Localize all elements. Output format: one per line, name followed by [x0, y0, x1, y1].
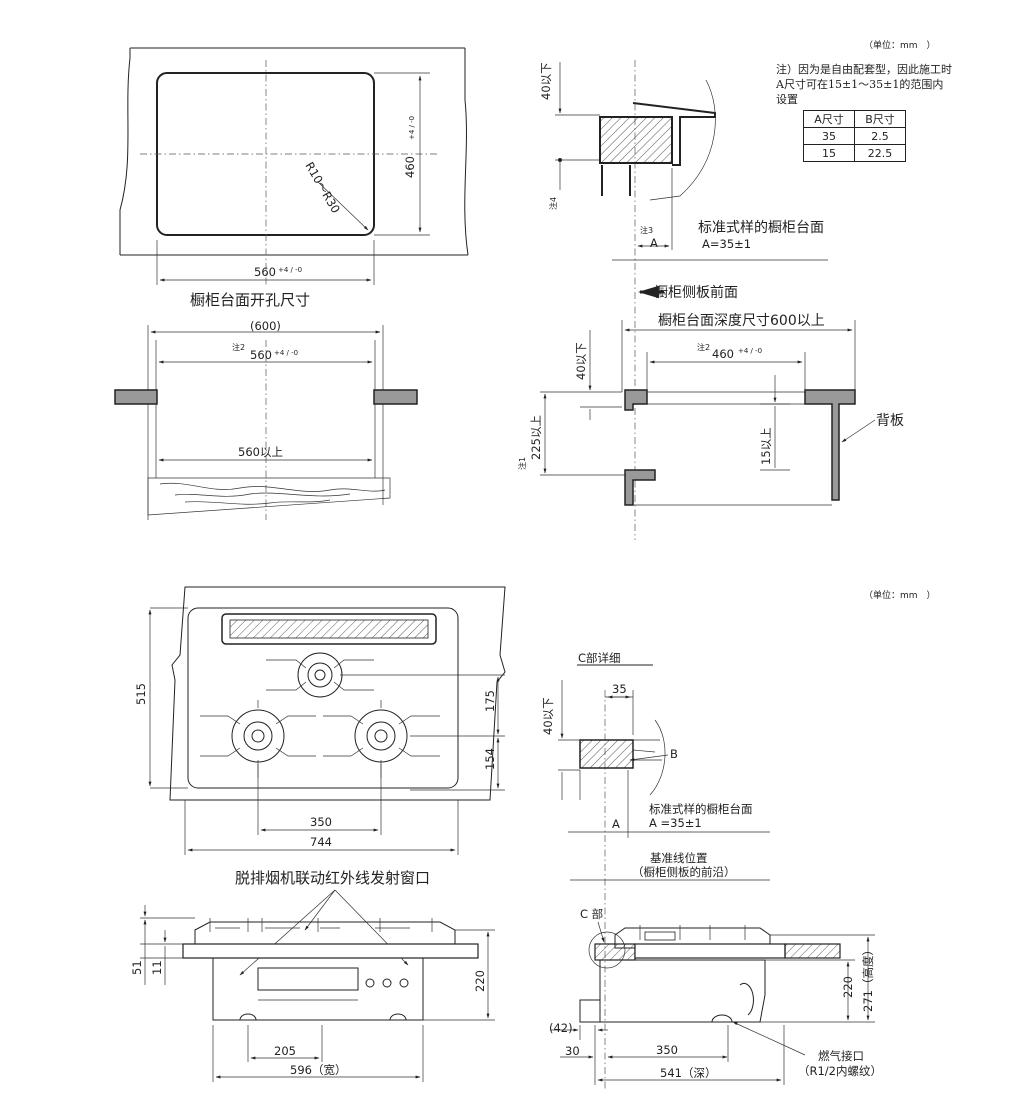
- cutout-title: 橱柜台面开孔尺寸: [190, 291, 310, 309]
- dim-225-label: 225以上: [529, 415, 543, 460]
- table-cell: 35: [803, 127, 855, 145]
- height-460-label: 460: [403, 156, 417, 178]
- dim-11-label: 11: [150, 960, 164, 975]
- dim-460-tol: +4 / -0: [738, 347, 762, 355]
- dim-220-front-label: 220: [473, 970, 487, 992]
- burner-right: [323, 700, 440, 778]
- standard-counter-label: 标准式样的橱柜台面: [698, 220, 824, 236]
- note3-label: 注3: [640, 225, 653, 235]
- dim-30-label: 30: [565, 1044, 580, 1058]
- note4-label: 注4: [548, 197, 558, 210]
- edge-detail: [555, 60, 828, 540]
- width-560-label: 560: [254, 265, 276, 279]
- dim-205-label: 205: [274, 1044, 296, 1058]
- hob-front-view: [140, 889, 495, 1082]
- c-detail: [558, 664, 770, 1090]
- note2-label: 注2: [232, 342, 245, 352]
- c-dim-35-label: 35: [612, 682, 627, 696]
- letter-a: A: [650, 236, 658, 250]
- side-dim-350-label: 350: [656, 1043, 678, 1057]
- burner-top: [266, 652, 374, 698]
- table-cell: 22.5: [854, 144, 906, 162]
- dim-271-label: 271（高度）: [861, 944, 875, 1012]
- side-panel-front-label: 橱柜侧板前面: [654, 284, 738, 301]
- dim-175-label: 175: [483, 690, 497, 712]
- burner-left: [200, 700, 316, 778]
- table-cell: 15: [803, 144, 855, 162]
- dim-42-label: (42): [549, 1021, 573, 1035]
- letter-b: B: [670, 747, 678, 761]
- c-detail-title: C部详细: [578, 651, 621, 665]
- unit-label-bottom: （单位：mm ）: [864, 591, 936, 601]
- side-40-label: 40以下: [574, 342, 588, 380]
- note2-side-label: 注2: [697, 342, 710, 352]
- dim-541-label: 541（深）: [660, 1066, 716, 1080]
- c-a-value-label: A =35±1: [649, 816, 702, 830]
- depth-600-label: 橱柜台面深度尺寸600以上: [658, 313, 825, 329]
- unit-label-top: （单位：mm ）: [864, 41, 936, 51]
- gas-inlet-sub-label: （R1/2内螺纹）: [798, 1064, 882, 1078]
- dim-460-label: 460: [712, 347, 734, 361]
- ref-line-sub-label: （橱柜侧板的前沿）: [632, 865, 736, 879]
- inner-560-label: 560以上: [238, 445, 283, 459]
- width-560-tol: +4 / -0: [278, 266, 302, 274]
- c-letter-a: A: [612, 817, 620, 831]
- radius-label: R10～R30: [302, 160, 342, 216]
- top-560-tol: +4 / -0: [274, 349, 298, 357]
- top-560-label: 560: [250, 348, 272, 362]
- c-dim-40-label: 40以下: [541, 697, 555, 735]
- side-section: [540, 320, 876, 506]
- dim-744-label: 744: [310, 835, 332, 849]
- ref-line-label: 基准线位置: [650, 851, 708, 865]
- cabinet-front-section: [114, 325, 418, 520]
- dim-40-label: 40以下: [539, 62, 553, 100]
- c-standard-counter-label: 标准式样的橱柜台面: [649, 802, 753, 816]
- side-dim-220-label: 220: [841, 976, 855, 998]
- installation-note: 注）因为是自由配套型，因此施工时A尺寸可在15±1～35±1的范围内设置: [776, 63, 952, 106]
- gas-inlet-label: 燃气接口: [818, 1049, 864, 1063]
- dim-154-label: 154: [483, 748, 497, 770]
- cutout-plan: [119, 47, 469, 285]
- hob-top-view: [148, 586, 506, 855]
- note1-label: 注1: [517, 457, 527, 470]
- dim-51-label: 51: [130, 960, 144, 975]
- a-value-label: A=35±1: [702, 237, 751, 251]
- dim-596-label: 596（宽）: [290, 1063, 346, 1077]
- dim-515-label: 515: [134, 683, 148, 705]
- height-460-tol: +4 / -0: [408, 116, 416, 140]
- hob-side-view: [550, 921, 875, 1085]
- overall-600-label: (600): [250, 319, 281, 333]
- dim-350-top-label: 350: [310, 815, 332, 829]
- back-panel-label: 背板: [876, 413, 904, 429]
- ir-window-label: 脱排烟机联动红外线发射窗口: [235, 869, 430, 887]
- dim-15-label: 15以上: [759, 427, 773, 465]
- ab-dimension-table: A尺寸 B尺寸 35 2.5 15 22.5: [803, 110, 906, 162]
- c-part-label: C 部: [580, 907, 603, 921]
